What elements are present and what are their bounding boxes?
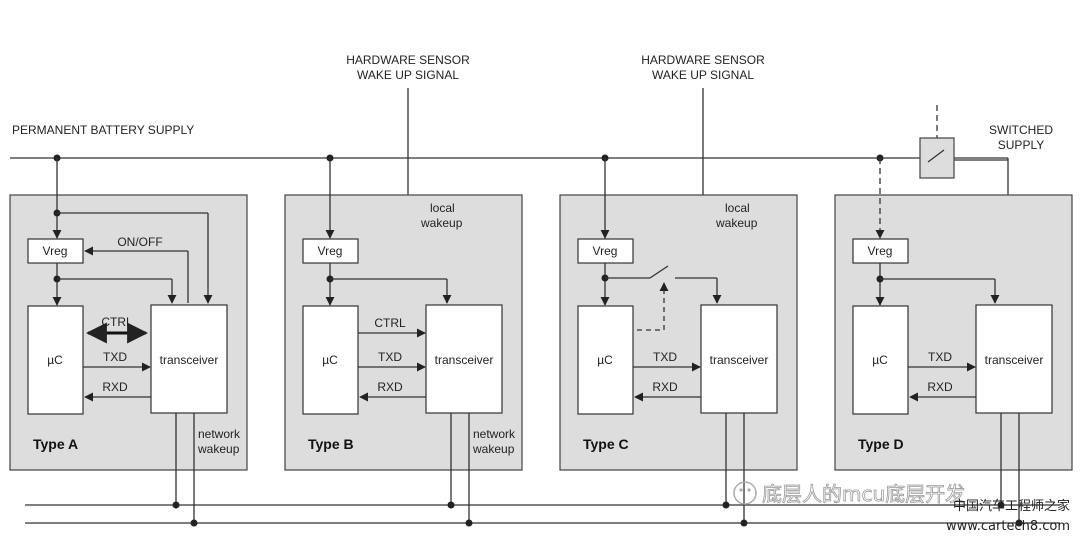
module-type-c	[559, 158, 798, 527]
network-wakeup-a-line1: network	[198, 427, 241, 441]
transceiver-box-c	[700, 304, 778, 414]
type-b-title: Type B	[308, 436, 354, 452]
uc-box-d	[852, 305, 909, 415]
uc-box-c	[577, 305, 634, 415]
wechat-logo-icon	[733, 481, 757, 505]
uc-label-b: µC	[322, 353, 338, 367]
uc-label-d: µC	[872, 353, 888, 367]
rxd-label-a: RXD	[102, 380, 128, 394]
txd-label-b: TXD	[378, 350, 402, 364]
vreg-label-b: Vreg	[318, 244, 343, 258]
network-wakeup-b-line1: network	[473, 427, 516, 441]
type-a-title: Type A	[33, 436, 78, 452]
transceiver-box-a	[150, 304, 228, 414]
local-wakeup-c-line1: local	[725, 201, 750, 215]
txd-label-d: TXD	[928, 350, 952, 364]
vreg-label-a: Vreg	[43, 244, 68, 258]
type-c-title: Type C	[583, 436, 629, 452]
vreg-box-b	[302, 238, 359, 264]
local-wakeup-b-line2: wakeup	[420, 216, 463, 230]
hw-sensor-2-label-line1: HARDWARE SENSOR	[641, 53, 765, 67]
type-d-title: Type D	[858, 436, 904, 452]
uc-box-b	[302, 305, 359, 415]
module-type-d	[834, 158, 1073, 527]
uc-label-c: µC	[597, 353, 613, 367]
local-wakeup-c-line2: wakeup	[715, 216, 758, 230]
vreg-label-c: Vreg	[593, 244, 618, 258]
ctrl-label-b: CTRL	[374, 316, 406, 330]
hw-sensor-1-label-line1: HARDWARE SENSOR	[346, 53, 470, 67]
network-wakeup-b-line2: wakeup	[472, 442, 515, 456]
ctrl-label-a: CTRL	[101, 315, 133, 329]
network-wakeup-a-line2: wakeup	[197, 442, 240, 456]
txd-label-c: TXD	[653, 350, 677, 364]
local-wakeup-b-line1: local	[430, 201, 455, 215]
uc-box-a	[27, 305, 84, 415]
vreg-label-d: Vreg	[868, 244, 893, 258]
permanent-battery-supply-label: PERMANENT BATTERY SUPPLY	[12, 123, 194, 137]
module-type-a	[9, 158, 248, 527]
transceiver-label-a: transceiver	[160, 353, 219, 367]
txd-label-a: TXD	[103, 350, 127, 364]
vreg-box-d	[852, 238, 909, 264]
transceiver-label-b: transceiver	[435, 353, 494, 367]
on-off-label-a: ON/OFF	[117, 235, 162, 249]
site-watermark-line2: www.cartech8.com	[946, 519, 1070, 534]
hw-sensor-2-label-line2: WAKE UP SIGNAL	[652, 68, 754, 82]
switched-supply-switch-box	[919, 137, 955, 179]
transceiver-box-b	[425, 304, 503, 414]
site-watermark-line1: 中国汽车工程师之家	[953, 498, 1070, 514]
switched-supply-label-line1: SWITCHED	[989, 123, 1053, 137]
vreg-box-a	[27, 238, 84, 264]
uc-label-a: µC	[47, 353, 63, 367]
switched-supply-label-line2: SUPPLY	[998, 138, 1044, 152]
hw-sensor-1-label-line2: WAKE UP SIGNAL	[357, 68, 459, 82]
switch-contact	[927, 149, 945, 163]
transceiver-box-d	[975, 304, 1053, 414]
rxd-label-c: RXD	[652, 380, 678, 394]
wechat-watermark: 底层人的mcu底层开发	[733, 481, 966, 506]
local-wakeup-switch-c	[649, 265, 669, 279]
rxd-label-b: RXD	[377, 380, 403, 394]
transceiver-label-d: transceiver	[985, 353, 1044, 367]
watermark-text: 底层人的mcu底层开发	[762, 482, 965, 506]
rxd-label-d: RXD	[927, 380, 953, 394]
transceiver-label-c: transceiver	[710, 353, 769, 367]
vreg-box-c	[577, 238, 634, 264]
module-type-b	[284, 158, 523, 527]
